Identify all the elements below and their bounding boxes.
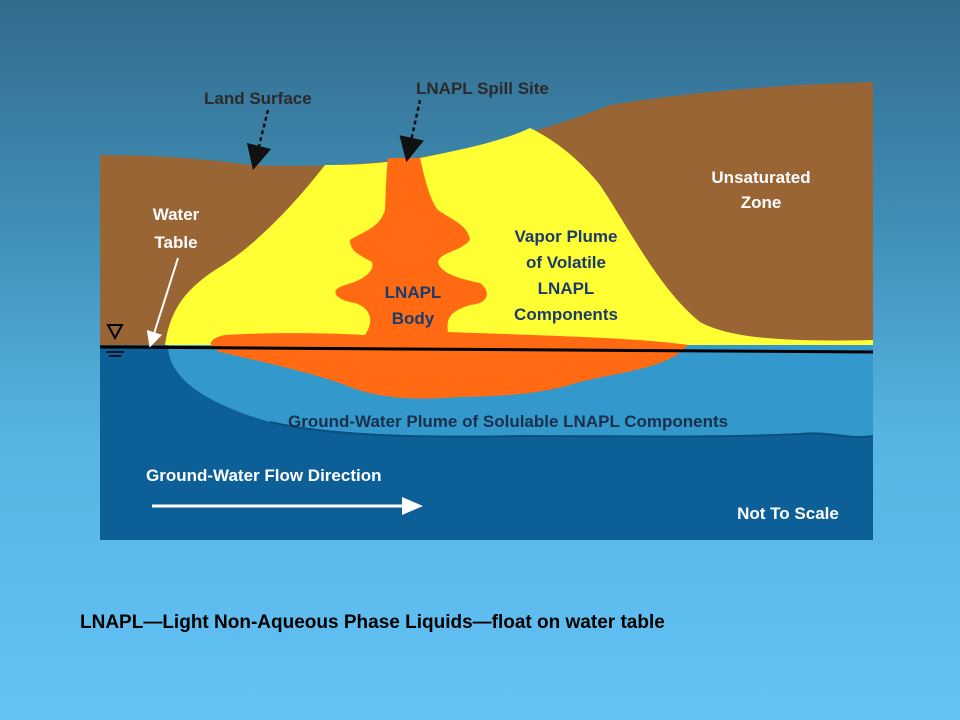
slide-caption: LNAPL—Light Non-Aqueous Phase Liquids—fl…	[80, 612, 665, 633]
spill-site-label: LNAPL Spill Site	[416, 79, 549, 98]
water-table-line	[99, 345, 874, 354]
groundwater-plume-label: Ground-Water Plume of Solulable LNAPL Co…	[288, 412, 728, 431]
lnapl-body-label-line2: Body	[392, 309, 435, 328]
unsaturated-zone-label-line2: Zone	[741, 193, 782, 212]
inverted-triangle-icon	[106, 324, 124, 357]
lnapl-body-label-line1: LNAPL	[385, 283, 442, 302]
water-table-label-line2: Table	[154, 233, 197, 252]
lnapl-diagram: Land Surface LNAPL Spill Site Unsaturate…	[99, 79, 874, 540]
plume-boundary-wave	[269, 421, 874, 439]
vapor-plume-label-line4: Components	[514, 305, 618, 324]
flow-direction-label: Ground-Water Flow Direction	[146, 466, 381, 485]
spill-site-arrow	[399, 99, 424, 163]
vapor-plume-label-line1: Vapor Plume	[515, 227, 618, 246]
right-arrow-icon	[152, 497, 423, 515]
not-to-scale-label: Not To Scale	[737, 504, 839, 523]
land-surface-arrow	[246, 109, 272, 171]
vapor-plume-label-line2: of Volatile	[526, 253, 606, 272]
water-table-label-line1: Water	[153, 205, 200, 224]
unsaturated-zone-label-line1: Unsaturated	[711, 168, 810, 187]
lnapl-body	[210, 158, 688, 399]
land-surface-label: Land Surface	[204, 89, 312, 108]
vapor-plume-label-line3: LNAPL	[538, 279, 595, 298]
water-table-arrow	[146, 257, 179, 348]
